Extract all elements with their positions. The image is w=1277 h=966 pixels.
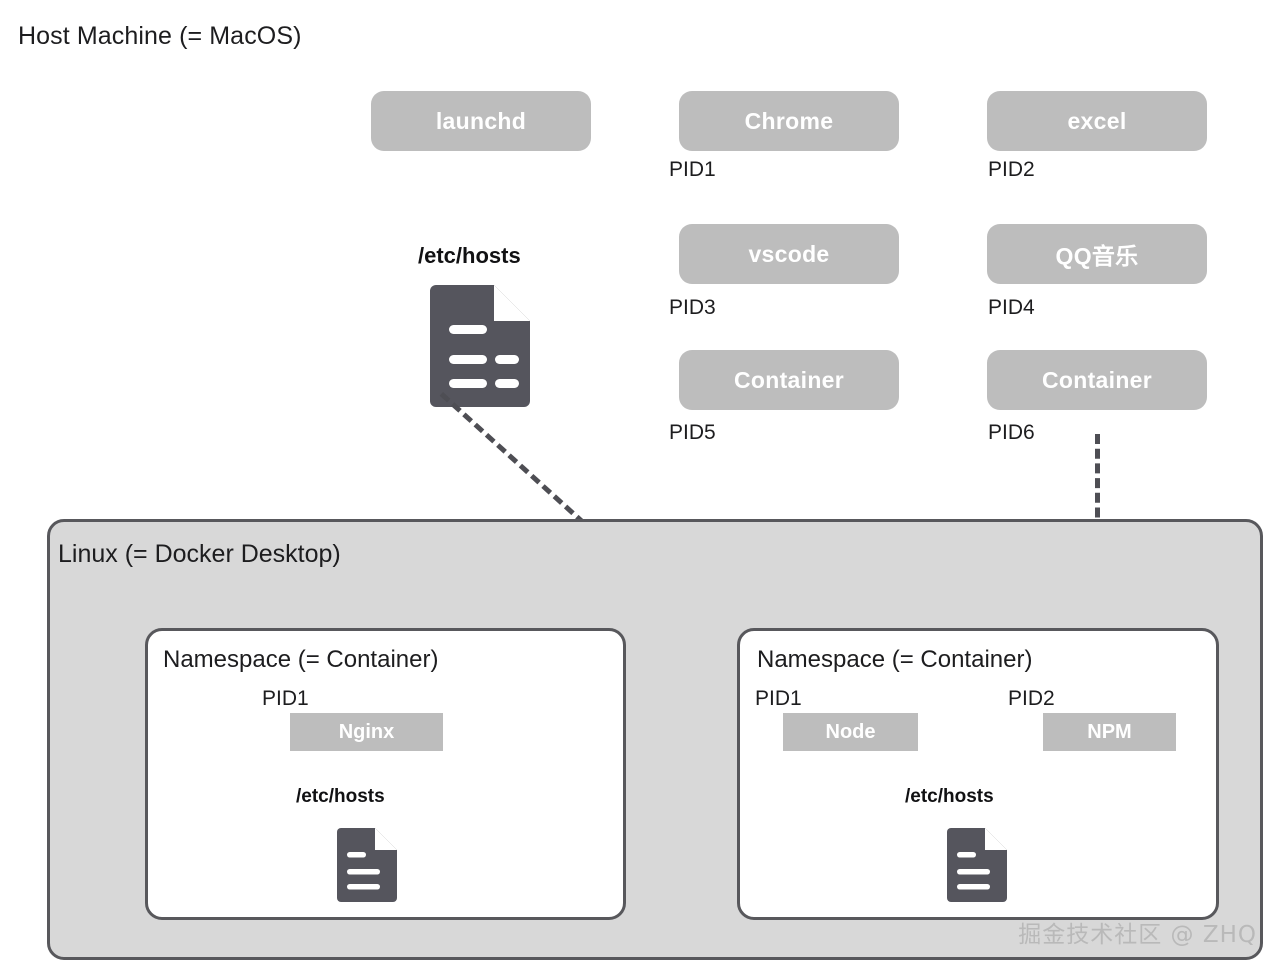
pid-label-container-pid5: PID5 bbox=[669, 421, 716, 444]
process-box-container-pid6[interactable]: Container bbox=[987, 350, 1207, 410]
namespace-right-pid-npm: PID2 bbox=[1008, 687, 1055, 710]
process-chip-label: Node bbox=[825, 720, 876, 743]
process-chip-nginx[interactable]: Nginx bbox=[290, 713, 443, 751]
process-label: vscode bbox=[748, 240, 830, 267]
process-box-vscode[interactable]: vscode bbox=[679, 224, 899, 284]
page-title: Host Machine (= MacOS) bbox=[18, 22, 302, 50]
process-box-launchd[interactable]: launchd bbox=[371, 91, 591, 151]
process-label: Container bbox=[733, 366, 845, 393]
namespace-left-pid-nginx: PID1 bbox=[262, 687, 309, 710]
process-chip-label: NPM bbox=[1087, 720, 1132, 743]
document-icon bbox=[337, 825, 397, 902]
connector-dashed-vertical bbox=[1095, 434, 1100, 591]
process-label: excel bbox=[1067, 107, 1127, 134]
namespace-left-hosts-file-label: /etc/hosts bbox=[296, 786, 385, 807]
process-label: Chrome bbox=[744, 107, 834, 134]
namespace-right-pid-node: PID1 bbox=[755, 687, 802, 710]
process-chip-label: Nginx bbox=[338, 720, 395, 743]
pid-label-container-pid6: PID6 bbox=[988, 421, 1035, 444]
process-chip-node[interactable]: Node bbox=[783, 713, 918, 751]
linux-panel-title: Linux (= Docker Desktop) bbox=[58, 540, 341, 568]
process-box-excel[interactable]: excel bbox=[987, 91, 1207, 151]
process-box-container-pid5[interactable]: Container bbox=[679, 350, 899, 410]
process-box-qqmusic[interactable]: QQ音乐 bbox=[987, 224, 1207, 284]
process-box-chrome[interactable]: Chrome bbox=[679, 91, 899, 151]
document-icon bbox=[430, 279, 530, 407]
pid-label-vscode: PID3 bbox=[669, 296, 716, 319]
process-label: Container bbox=[1041, 366, 1153, 393]
pid-label-excel: PID2 bbox=[988, 158, 1035, 181]
process-chip-npm[interactable]: NPM bbox=[1043, 713, 1176, 751]
pid-label-qqmusic: PID4 bbox=[988, 296, 1035, 319]
namespace-right-hosts-file-label: /etc/hosts bbox=[905, 786, 994, 807]
namespace-title-left: Namespace (= Container) bbox=[163, 646, 439, 673]
namespace-title-right: Namespace (= Container) bbox=[757, 646, 1033, 673]
process-label: QQ音乐 bbox=[1055, 243, 1139, 269]
pid-label-chrome: PID1 bbox=[669, 158, 716, 181]
watermark: 掘金技术社区 @ ZHQ bbox=[1018, 922, 1257, 948]
host-hosts-file-label: /etc/hosts bbox=[418, 243, 521, 268]
process-label: launchd bbox=[435, 107, 527, 134]
document-icon bbox=[947, 825, 1007, 902]
